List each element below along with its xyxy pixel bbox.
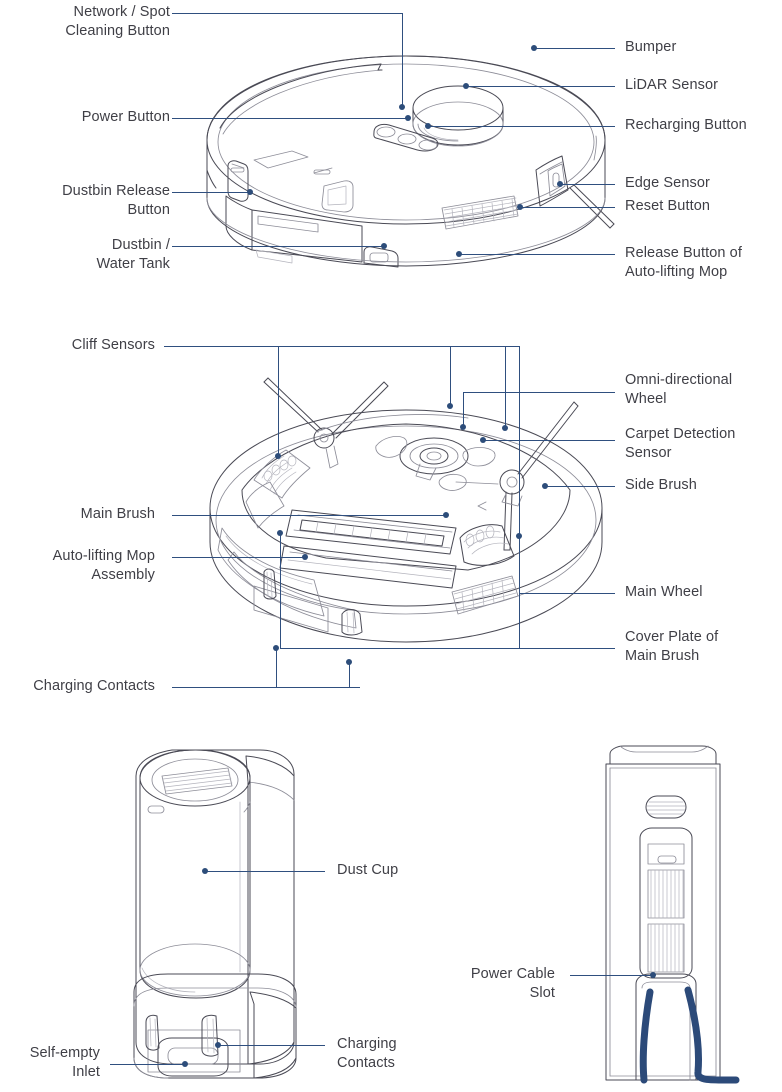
leader-lidar-sensor [466,86,615,87]
label-side-brush: Side Brush [625,477,697,493]
label-carpet-detection-sensor: Carpet Detection Sensor [625,426,736,461]
callout-dot-reset-button [517,204,523,210]
leader-omni-wheel-drop [463,392,464,427]
leader-bumper [534,48,615,49]
leader-dustbin-release [172,192,250,193]
leader-edge-sensor [560,184,615,185]
callout-dot-dustbin-release [247,189,253,195]
callout-dot-charging-contact-left [273,645,279,651]
label-charging-contacts-dock: Charging Contacts [337,1036,397,1071]
callout-dot-edge-sensor [557,181,563,187]
callout-dot-network-spot-cleaning [399,104,405,110]
leader-cliff-sensors-drop-d [519,346,520,648]
callout-dot-charging-contacts-dock [215,1042,221,1048]
dock-front-illustration [128,742,312,1082]
leader-power-cable-slot [570,975,653,976]
robot-bottom-illustration [206,360,606,672]
callout-dot-auto-lifting-mop [302,554,308,560]
callout-dot-carpet-sensor [480,437,486,443]
leader-charging-contacts-dock [218,1045,325,1046]
leader-cover-plate-rise [280,533,281,648]
label-release-button-auto-lifting-mop: Release Button of Auto-lifting Mop [625,245,742,280]
label-lidar-sensor: LiDAR Sensor [625,77,719,93]
leader-cliff-sensors-drop-b [450,346,451,406]
leader-omni-wheel [463,392,615,393]
leader-reset-button [520,207,615,208]
leader-recharging-button [428,126,615,127]
leader-charging-contacts [172,687,360,688]
label-self-empty-inlet: Self-empty Inlet [29,1045,100,1080]
label-dust-cup: Dust Cup [337,862,399,878]
leader-auto-lifting-mop [172,557,305,558]
label-reset-button: Reset Button [625,198,711,214]
leader-cliff-sensors [164,346,519,347]
leader-cliff-sensors-drop-a [278,346,279,456]
leader-carpet-sensor [483,440,615,441]
label-main-wheel: Main Wheel [625,584,703,600]
leader-network-spot-cleaning-drop [402,13,403,107]
leader-charging-contacts-rise-b [349,662,350,687]
callout-dot-self-empty-inlet [182,1061,188,1067]
label-power-cable-slot: Power Cable Slot [470,966,555,1001]
callout-dot-release-button-mop [456,251,462,257]
leader-main-wheel [519,593,615,594]
label-cliff-sensors: Cliff Sensors [71,337,155,353]
leader-charging-contacts-rise-a [276,648,277,687]
label-auto-lifting-mop-assembly: Auto-lifting Mop Assembly [52,548,155,583]
leader-dustbin-water-tank [172,246,384,247]
callout-dot-dust-cup [202,868,208,874]
leader-power-button [172,118,408,119]
callout-dot-lidar-sensor [463,83,469,89]
label-network-spot-cleaning-button: Network / Spot Cleaning Button [65,4,170,39]
leader-network-spot-cleaning [172,13,403,14]
label-recharging-button: Recharging Button [625,117,747,133]
callout-dot-main-brush [443,512,449,518]
callout-dot-cliff-sensor-right [502,425,508,431]
label-power-button: Power Button [81,109,170,125]
label-bumper: Bumper [625,39,677,55]
label-omni-directional-wheel: Omni-directional Wheel [625,372,733,407]
dock-rear-illustration [596,742,736,1090]
leader-release-button-mop [459,254,615,255]
callout-dot-charging-contact-right [346,659,352,665]
callout-dot-side-brush [542,483,548,489]
leader-self-empty-inlet [110,1064,185,1065]
callout-dot-dustbin-water-tank [381,243,387,249]
callout-dot-power-cable-slot [650,972,656,978]
leader-dust-cup [205,871,325,872]
leader-cover-plate [280,648,615,649]
leader-main-brush [172,515,446,516]
callout-dot-power-button [405,115,411,121]
label-main-brush: Main Brush [80,506,155,522]
callout-dot-main-wheel [516,533,522,539]
callout-dot-recharging-button [425,123,431,129]
label-cover-plate-of-main-brush: Cover Plate of Main Brush [625,629,719,664]
callout-dot-cliff-sensor-center [447,403,453,409]
callout-dot-cover-plate [277,530,283,536]
callout-dot-cliff-sensor-left [275,453,281,459]
callout-dot-bumper [531,45,537,51]
label-edge-sensor: Edge Sensor [625,175,710,191]
robot-top-illustration [196,20,616,275]
leader-cliff-sensors-drop-c [505,346,506,428]
label-charging-contacts: Charging Contacts [33,678,155,694]
leader-side-brush [545,486,615,487]
callout-dot-omni-wheel [460,424,466,430]
label-dustbin-water-tank: Dustbin / Water Tank [96,237,170,272]
label-dustbin-release-button: Dustbin Release Button [62,183,170,218]
